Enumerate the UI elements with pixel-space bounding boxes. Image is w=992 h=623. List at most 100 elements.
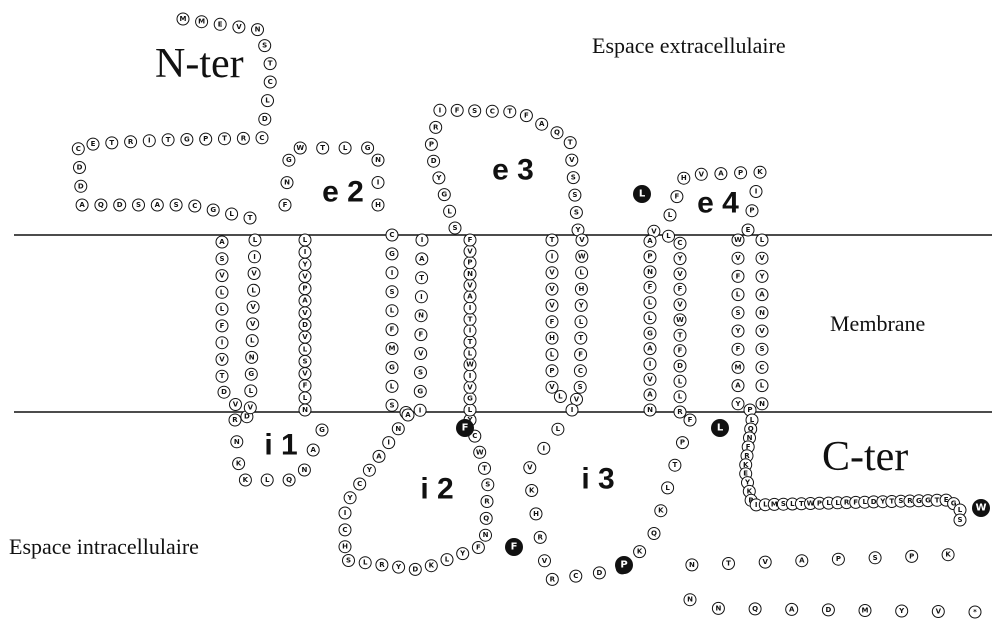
residue-letter: N <box>759 309 765 317</box>
residue-letter: T <box>468 338 473 346</box>
residue-letter: F <box>853 498 858 506</box>
residue-letter: F <box>736 345 741 353</box>
residue-letter: C <box>472 432 477 440</box>
helix-4: LGVIWLTITIAVNPVF <box>464 234 476 416</box>
residue-letter: H <box>549 334 555 342</box>
residue-letter: Y <box>301 260 308 268</box>
residue-letter: Y <box>734 327 741 335</box>
residue-letter: V <box>936 608 942 616</box>
residue-letter: N <box>395 425 401 433</box>
residue-letter: V <box>467 383 473 391</box>
residue-letter: F <box>678 285 683 293</box>
residue-letter: A <box>467 293 473 301</box>
residue-letter: Y <box>578 301 585 309</box>
residue-letter: L <box>303 394 308 402</box>
residue-letter: L <box>862 498 867 506</box>
residue-letter: N <box>483 531 489 539</box>
residue-letter: A <box>219 238 225 246</box>
residue-letter: H <box>342 543 348 551</box>
residue-letter: F <box>736 272 741 280</box>
residue-letter: F <box>524 112 529 120</box>
residue-letter: L <box>678 393 683 401</box>
residue-letter: V <box>248 404 254 412</box>
residue-letter: P <box>429 140 434 148</box>
residue-letter: C <box>677 239 682 247</box>
residue-letter: A <box>419 255 425 263</box>
residue-letter: T <box>482 464 487 472</box>
residue-letter: I <box>387 439 390 447</box>
residue-letter: G <box>184 136 190 144</box>
residue-letter: P <box>467 259 472 267</box>
residue-letter: D <box>431 157 437 165</box>
residue-letter: A <box>647 391 653 399</box>
residue-letter: L <box>678 377 683 385</box>
residue-letter: I <box>469 372 472 380</box>
residue-letter: S <box>898 497 903 505</box>
residue-letter: L <box>760 382 765 390</box>
residue-letter: F <box>578 351 583 359</box>
residue-letter: R <box>844 499 850 507</box>
residue-letter: N <box>249 353 255 361</box>
residue-letter: R <box>232 416 238 424</box>
helix-3: CGISLFMGLSVIGSVFNITAI <box>386 229 428 419</box>
residue-letter: E <box>746 226 751 234</box>
residue-letter: S <box>759 345 764 353</box>
residue-letter: I <box>377 179 380 187</box>
residue-letter: V <box>569 156 575 164</box>
residue-letter: C <box>578 367 583 375</box>
residue-letter: Y <box>435 174 442 182</box>
residue-letter: T <box>320 144 325 152</box>
residue-letter: Y <box>758 272 765 280</box>
residue-letter: L <box>265 476 270 484</box>
residue-letter: S <box>452 224 457 232</box>
highlighted-residue: F <box>456 419 474 437</box>
residue-letter: L <box>790 500 795 508</box>
residue-letter: L <box>390 382 395 390</box>
loop-e2-label: e 2 <box>322 176 364 209</box>
residue-letter: G <box>286 156 292 164</box>
residue-letter: I <box>391 269 394 277</box>
residue-letter: V <box>549 269 555 277</box>
residue-letter: I <box>148 137 151 145</box>
residue-letter: L <box>958 506 963 514</box>
residue-letter: K <box>236 460 242 468</box>
residue-letter: V <box>219 272 225 280</box>
residue-letter: F <box>390 326 395 334</box>
residue-letter: D <box>302 321 308 329</box>
residue-letter: L <box>220 305 225 313</box>
residue-letter: I <box>421 236 424 244</box>
residue-letter: L <box>250 337 255 345</box>
residue-letter: I <box>304 248 307 256</box>
residue-letter: D <box>825 606 831 614</box>
residue-letter: M <box>862 607 869 615</box>
residue-letter: L <box>668 211 673 219</box>
residue-letter: F <box>675 193 680 201</box>
residue-letter: N <box>715 604 721 612</box>
residue-letter: Q <box>651 530 657 538</box>
membrane-label: Membrane <box>830 311 925 337</box>
residue-letter: K <box>637 548 643 556</box>
residue-letter: T <box>248 214 253 222</box>
helix-2: NLFVSLVDVAPVYIL <box>299 234 311 416</box>
residue-letter: I <box>469 304 472 312</box>
residue-letter: V <box>677 301 683 309</box>
residue-letter: G <box>210 206 216 214</box>
residue-letter: L <box>445 556 450 564</box>
residue-letter: R <box>538 533 544 541</box>
residue-letter: D <box>78 182 84 190</box>
residue-letter: G <box>916 497 922 505</box>
residue-letter: L <box>648 314 653 322</box>
residue-letter: D <box>77 164 83 172</box>
residue-letter: T <box>220 372 225 380</box>
residue-letter: V <box>418 350 424 358</box>
residue-letter: C <box>759 363 764 371</box>
residue-letter: V <box>302 333 308 341</box>
residue-letter: D <box>262 115 268 123</box>
residue-letter: V <box>250 320 256 328</box>
residue-letter: I <box>755 188 758 196</box>
residue-letter: V <box>236 23 242 31</box>
residue-letter: N <box>647 268 653 276</box>
residue-letter: V <box>677 270 683 278</box>
residue-letter: I <box>419 406 422 414</box>
residue-letter: W <box>466 361 474 369</box>
